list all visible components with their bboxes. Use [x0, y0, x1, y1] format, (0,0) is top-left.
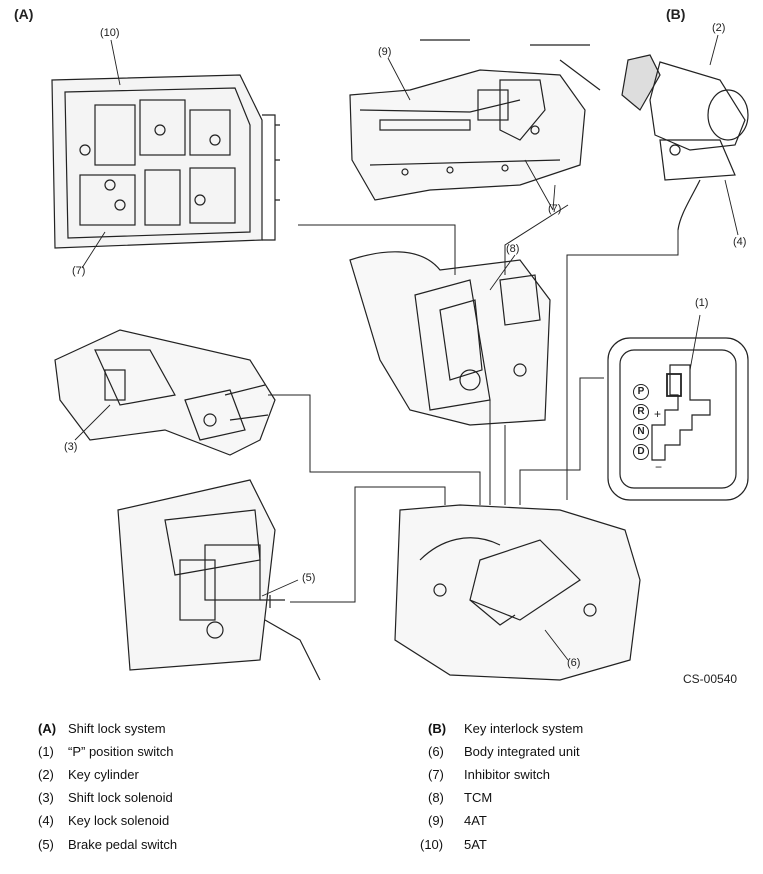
- callout-7-left: (7): [72, 265, 86, 277]
- shifter-letter-r: R: [633, 404, 649, 420]
- connection-wires: [268, 204, 679, 603]
- body-integrated-unit-illustration: [394, 504, 641, 681]
- shifter-panel-illustration: [607, 337, 749, 501]
- panel-label-a: (A): [14, 6, 34, 22]
- figure-code: CS-00540: [683, 672, 738, 686]
- panel-label-b: (B): [666, 6, 686, 22]
- shifter-plus-mark: +: [654, 407, 662, 421]
- callout-7-top: (7): [548, 203, 562, 215]
- diagram-artwork: [51, 34, 749, 681]
- brake-pedal-switch-illustration: [117, 479, 321, 681]
- callout-5: (5): [302, 572, 316, 584]
- callout-6: (6): [567, 657, 581, 669]
- callout-9: (9): [378, 46, 392, 58]
- callout-3: (3): [64, 441, 78, 453]
- callout-8: (8): [506, 243, 520, 255]
- transmission-4at-illustration: [349, 39, 601, 201]
- shifter-letter-p: P: [633, 384, 649, 400]
- tcm-illustration: [349, 251, 551, 426]
- callout-2: (2): [712, 22, 726, 34]
- shifter-letter-d: D: [633, 444, 649, 460]
- callout-1: (1): [695, 297, 709, 309]
- callout-10: (10): [100, 27, 120, 39]
- shifter-minus-mark: −: [655, 460, 663, 474]
- valve-body-5at-illustration: [51, 74, 280, 249]
- shifter-letter-n: N: [633, 424, 649, 440]
- leader-lines: [74, 34, 739, 661]
- callout-4: (4): [733, 236, 747, 248]
- shift-lock-solenoid-illustration: [54, 329, 276, 456]
- key-cylinder-illustration: [621, 54, 749, 231]
